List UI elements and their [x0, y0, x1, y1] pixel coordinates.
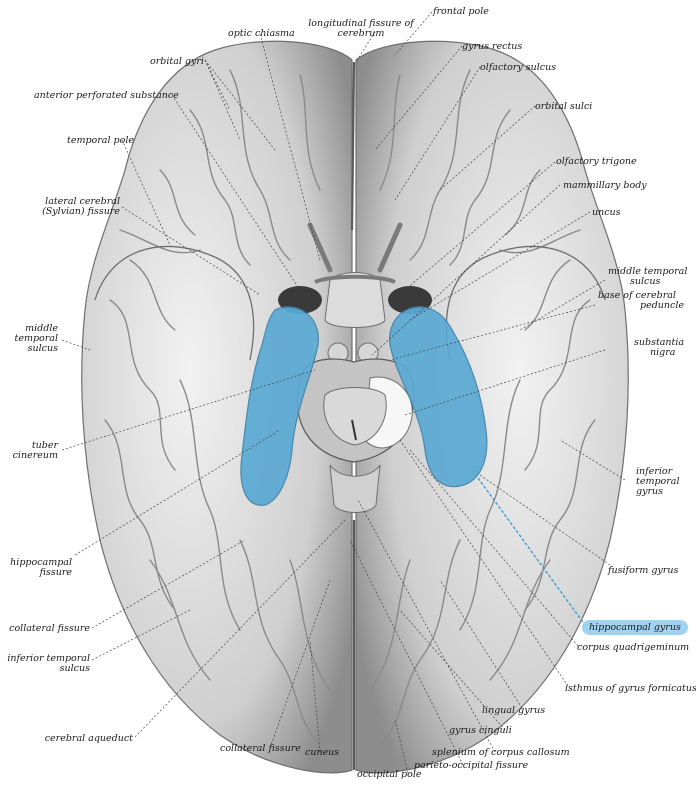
- label-lingual-gyrus: lingual gyrus: [482, 705, 546, 716]
- label-base-of-cerebral-peduncle: base of cerebral: [598, 290, 676, 301]
- label-corpus-quadrigeminum: corpus quadrigeminum: [577, 642, 690, 653]
- label-fusiform-gyrus: fusiform gyrus: [608, 565, 679, 576]
- label-middle-temporal-sulcus-right: middle temporal: [608, 266, 688, 277]
- label-olfactory-trigone: olfactory trigone: [556, 156, 637, 167]
- label-tuber-cinereum: tuber: [31, 440, 58, 451]
- hippocampal-gyrus-right: [389, 306, 488, 488]
- label-collateral-fissure-left: collateral fissure: [9, 623, 90, 634]
- label-substantia-nigra-2: nigra: [650, 347, 676, 358]
- label-cerebral-aqueduct: cerebral aqueduct: [44, 733, 133, 744]
- label-optic-chiasma: optic chiasma: [228, 28, 295, 39]
- label-hippocampal-gyrus: hippocampal gyrus: [582, 620, 688, 635]
- label-splenium-of-corpus-callosum: splenium of corpus callosum: [432, 747, 570, 758]
- label-orbital-sulci: orbital sulci: [535, 101, 593, 112]
- right-hemisphere: [355, 40, 629, 774]
- label-hippocampal-fissure: hippocampal: [10, 557, 72, 568]
- label-occipital-pole: occipital pole: [357, 769, 422, 780]
- label-middle-temporal-sulcus-right-2: sulcus: [630, 276, 661, 287]
- label-inferior-temporal-gyrus: inferior: [636, 466, 673, 477]
- label-hippocampal-fissure-2: fissure: [39, 567, 72, 578]
- label-collateral-fissure-bottom: collateral fissure: [220, 743, 301, 754]
- label-temporal-pole: temporal pole: [67, 135, 134, 146]
- label-anterior-perforated-substance: anterior perforated substance: [34, 90, 179, 101]
- label-inferior-temporal-sulcus-2: sulcus: [59, 663, 90, 674]
- label-gyrus-rectus: gyrus rectus: [462, 41, 523, 52]
- label-middle-temporal-sulcus-left-2: temporal: [14, 333, 59, 344]
- label-middle-temporal-sulcus-left: middle: [25, 323, 58, 334]
- label-uncus: uncus: [592, 207, 621, 218]
- label-isthmus-of-gyrus-fornicatus: isthmus of gyrus fornicatus: [565, 683, 696, 694]
- label-mammillary-body: mammillary body: [563, 180, 647, 191]
- label-substantia-nigra: substantia: [634, 337, 685, 348]
- label-olfactory-sulcus: olfactory sulcus: [480, 62, 557, 73]
- label-tuber-cinereum-2: cinereum: [12, 450, 58, 461]
- label-lateral-cerebral-fissure: lateral cerebral: [45, 196, 120, 207]
- label-longitudinal-fissure: longitudinal fissure of: [308, 18, 414, 29]
- label-base-of-cerebral-peduncle-2: peduncle: [640, 300, 685, 311]
- label-gyrus-cinguli: gyrus cinguli: [449, 725, 512, 736]
- label-longitudinal-fissure-2: cerebrum: [337, 28, 385, 39]
- hippocampal-gyrus-left: [240, 306, 319, 506]
- label-lateral-cerebral-fissure-2: (Sylvian) fissure: [42, 206, 120, 217]
- label-middle-temporal-sulcus-left-3: sulcus: [27, 343, 58, 354]
- label-orbital-gyri: orbital gyri: [150, 56, 204, 67]
- label-inferior-temporal-gyrus-3: gyrus: [636, 486, 663, 497]
- label-inferior-temporal-gyrus-2: temporal: [636, 476, 680, 487]
- label-inferior-temporal-sulcus: inferior temporal: [7, 653, 90, 664]
- label-cuneus: cuneus: [305, 747, 340, 758]
- label-frontal-pole: frontal pole: [433, 6, 489, 17]
- label-parieto-occipital-fissure: parieto-occipital fissure: [414, 760, 529, 771]
